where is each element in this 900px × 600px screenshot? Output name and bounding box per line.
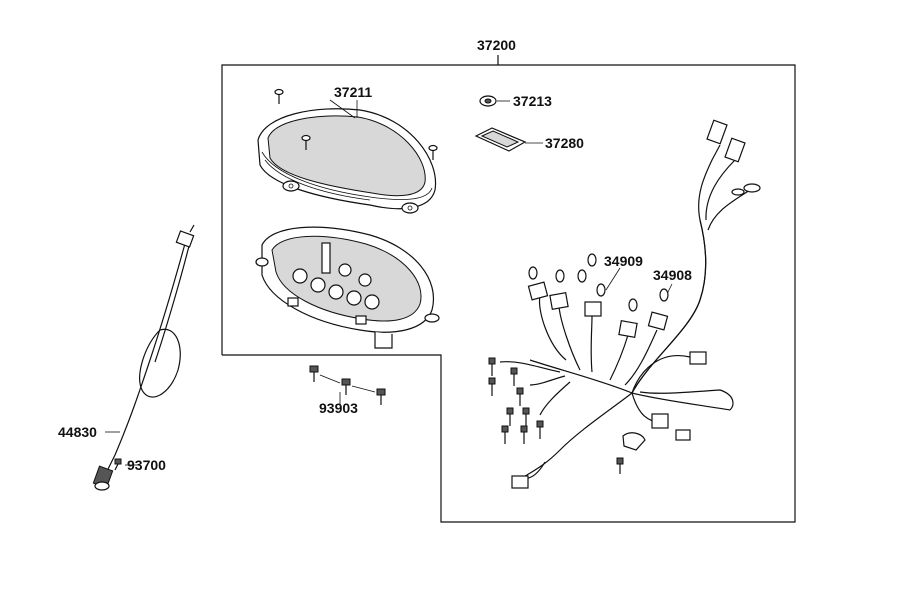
assembly-frame (221, 55, 796, 523)
label-cable-screw-93700: 93700 (127, 457, 166, 473)
screws-93903 (309, 365, 386, 405)
label-assembly-37200: 37200 (477, 37, 516, 53)
screw-37213 (479, 95, 497, 107)
plate-37280 (474, 127, 527, 152)
label-bulb-socket-34909: 34909 (604, 253, 643, 269)
leader-lines (105, 100, 673, 466)
label-cable-44830: 44830 (58, 424, 97, 440)
label-screw-37213: 37213 (513, 93, 552, 109)
upper-meter-case (257, 99, 437, 214)
wire-harness (488, 119, 761, 489)
label-bulb-socket-34908: 34908 (653, 267, 692, 283)
label-screws-93903: 93903 (319, 400, 358, 416)
case-screws (274, 88, 438, 160)
label-plate-37280: 37280 (545, 135, 584, 151)
label-upper-case-37211: 37211 (334, 84, 373, 100)
lower-meter-case (255, 226, 440, 349)
speedometer-cable (92, 224, 195, 491)
